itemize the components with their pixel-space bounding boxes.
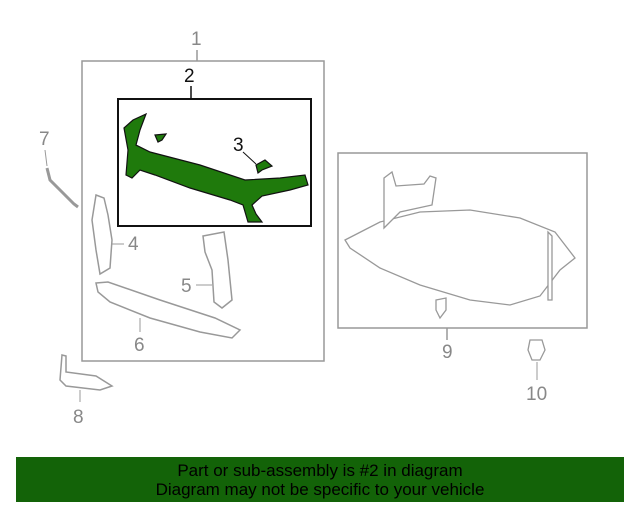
callout-8: 8 [73, 407, 84, 428]
callout-5: 5 [181, 276, 192, 297]
part-7[interactable] [45, 167, 79, 209]
part-9-undercover[interactable] [344, 170, 576, 320]
group-box-2 [117, 98, 312, 227]
leader-7 [44, 149, 48, 167]
callout-7: 7 [39, 129, 50, 150]
callout-2: 2 [184, 66, 195, 87]
banner-line-1: Part or sub-assembly is #2 in diagram [177, 461, 463, 480]
callout-6: 6 [134, 335, 145, 356]
callout-1: 1 [191, 29, 202, 50]
part-2-radiator-support[interactable] [123, 112, 309, 223]
callout-3: 3 [233, 135, 244, 156]
group-box-1 [81, 60, 325, 362]
callout-9: 9 [442, 342, 453, 363]
part-5[interactable] [202, 231, 233, 309]
part-10-clip[interactable] [527, 339, 546, 361]
info-banner: Part or sub-assembly is #2 in diagram Di… [16, 457, 624, 502]
callout-10: 10 [526, 384, 548, 405]
part-6[interactable] [95, 281, 242, 339]
part-4[interactable] [91, 193, 113, 276]
callout-4: 4 [128, 234, 139, 255]
leader-3 [242, 151, 257, 165]
banner-line-2: Diagram may not be specific to your vehi… [155, 480, 485, 499]
part-8[interactable] [59, 354, 114, 391]
group-box-9 [337, 152, 588, 329]
